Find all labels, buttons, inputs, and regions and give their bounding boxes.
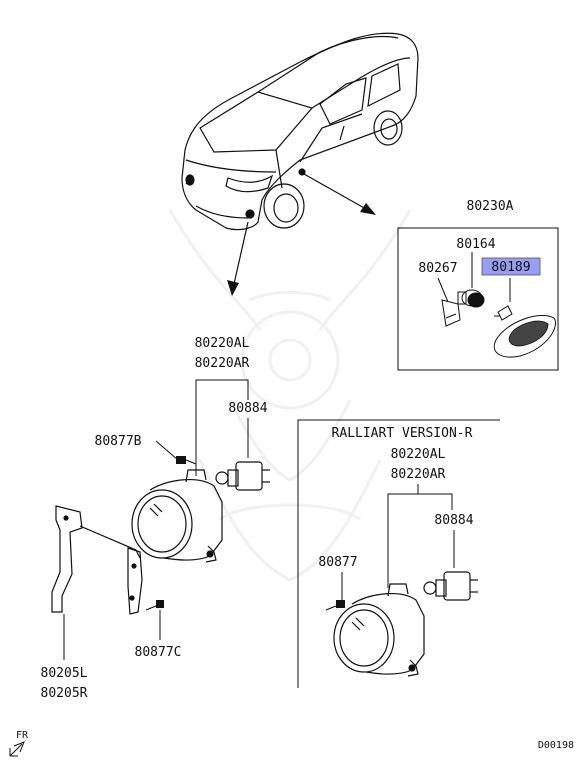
front-direction-label: FR — [16, 730, 29, 741]
arrow-to-fog-lamp — [227, 221, 249, 296]
screw-c-part — [145, 600, 164, 611]
rv-fog-lamp-housing — [333, 583, 425, 677]
part-label-bulb-side[interactable]: 80189 — [491, 260, 530, 275]
part-label-fog-lamp-ar[interactable]: 80220AR — [195, 356, 250, 371]
leader-fog-bracket — [195, 379, 249, 390]
part-label-bulb-fog[interactable]: 80884 — [228, 401, 267, 416]
diagram-code: D00198 — [538, 740, 574, 751]
part-label-rv-fog-lamp-al[interactable]: 80220AL — [391, 447, 446, 462]
ralliart-section-frame — [297, 419, 500, 688]
part-label-bracket-r[interactable]: 80205R — [41, 686, 88, 701]
fog-bracket-part — [51, 505, 143, 615]
part-label-screw-b[interactable]: 80877B — [95, 434, 142, 449]
fog-bulb-part — [215, 461, 270, 491]
part-label-rv-screw[interactable]: 80877 — [318, 555, 357, 570]
fog-lamp-housing — [131, 469, 223, 563]
bulb-side-part — [494, 305, 513, 321]
part-label-fog-lamp-al[interactable]: 80220AL — [195, 336, 250, 351]
arrow-to-side-light — [303, 173, 376, 215]
side-light-inset-frame — [397, 227, 559, 371]
part-label-rv-bulb-fog[interactable]: 80884 — [434, 513, 473, 528]
leader-screw-b — [155, 440, 179, 461]
part-label-clip[interactable]: 80267 — [418, 261, 457, 276]
part-label-bracket-l[interactable]: 80205L — [41, 666, 88, 681]
side-lens-part — [493, 314, 556, 358]
part-label-screw-c[interactable]: 80877C — [135, 645, 182, 660]
highlight-bulb-side — [481, 257, 541, 276]
car-illustration — [181, 32, 419, 231]
ralliart-section-title: RALLIART VERSION-R — [332, 426, 473, 441]
watermark-emblem — [168, 209, 412, 582]
screw-b-part — [176, 456, 197, 465]
leader-clip — [437, 277, 449, 303]
part-label-side-turn-assembly[interactable]: 80230A — [467, 199, 514, 214]
socket-part — [457, 289, 485, 308]
front-direction-indicator: FR — [9, 730, 29, 757]
part-label-socket[interactable]: 80164 — [456, 237, 495, 252]
rv-screw-part — [325, 600, 345, 611]
part-label-rv-fog-lamp-ar[interactable]: 80220AR — [391, 467, 446, 482]
clip-part — [441, 299, 461, 327]
rv-fog-bulb-part — [423, 571, 478, 601]
leader-rv-bracket — [387, 493, 453, 500]
